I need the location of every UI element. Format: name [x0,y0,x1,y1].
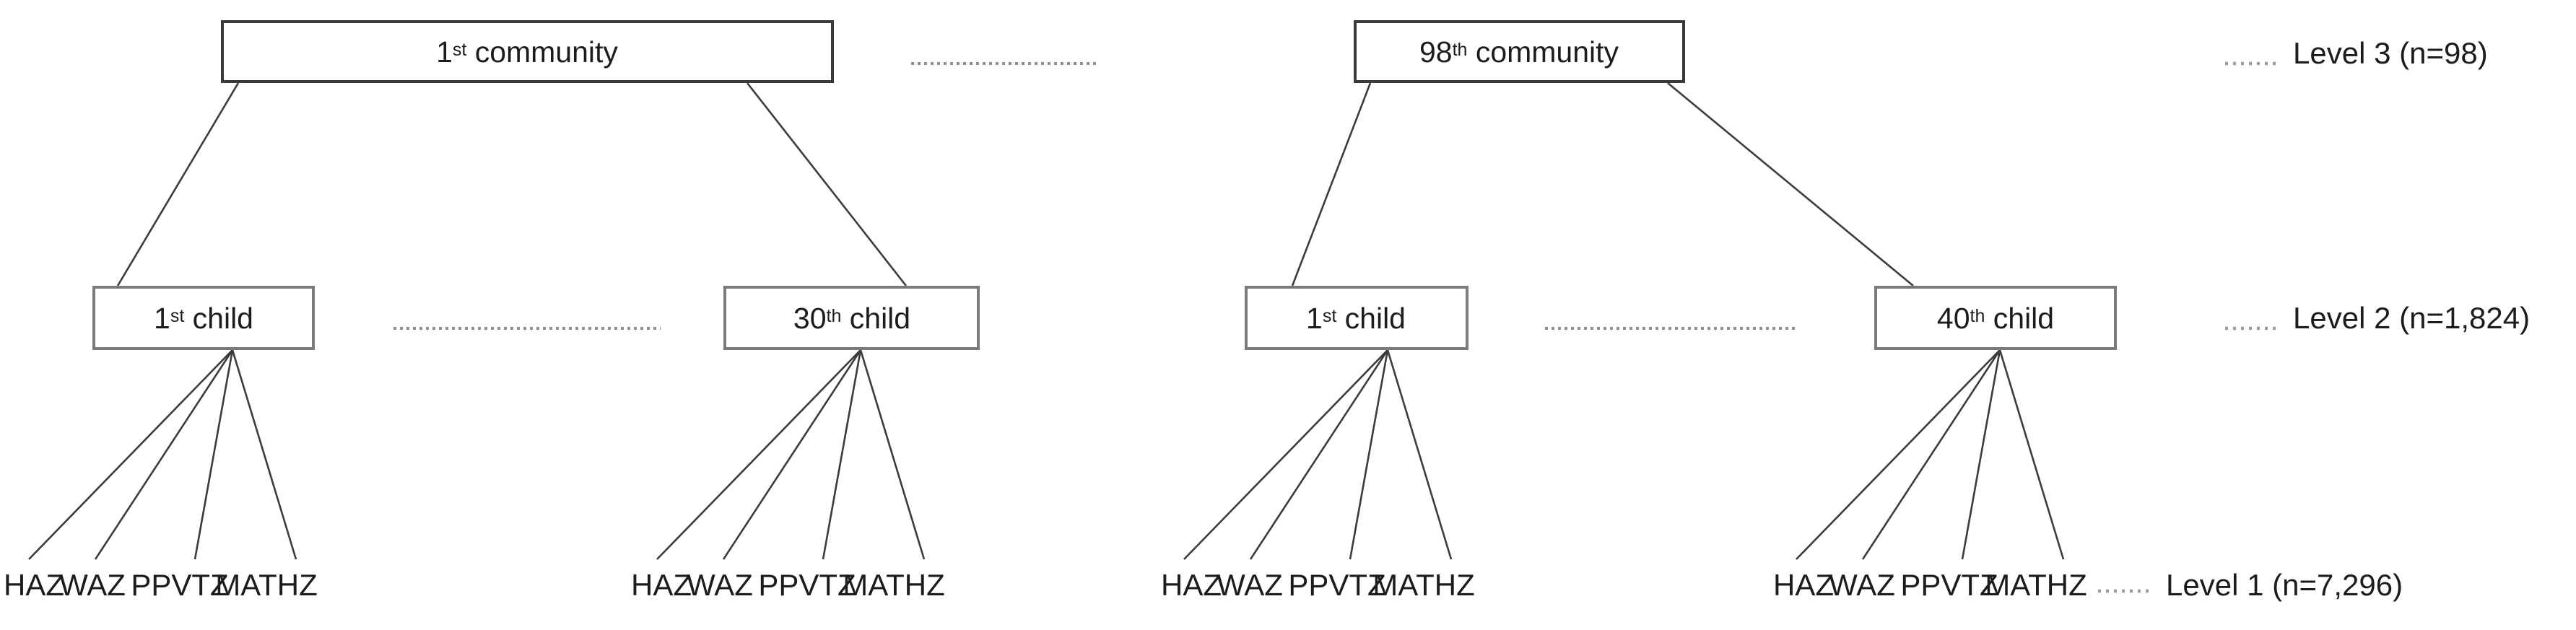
tree-edge [1386,349,1453,560]
leaf-label-mathz: MATHZ [215,568,318,602]
node-entity-word: child [184,302,253,335]
leaf-label-waz: WAZ [1217,568,1283,602]
tree-edge [1961,349,2001,560]
node-ordinal-suffix: th [827,306,842,326]
tree-edge [1667,82,1914,287]
leaf-label-ppvtz: PPVTZ [758,568,856,602]
node-ordinal-number: 30 [793,302,827,335]
node-child-30: 30th child [723,286,980,350]
tree-edge [1861,349,2001,560]
tree-edge [231,349,297,560]
tree-edge [1998,349,2065,560]
node-box [1354,20,1685,83]
tree-edge [1183,349,1388,560]
leaf-label-mathz: MATHZ [1985,568,2087,602]
node-label: 1st child [1306,302,1406,335]
tree-edge [28,349,233,560]
leaf-label-haz: HAZ [631,568,692,602]
node-entity-word: child [1336,302,1406,335]
node-box [723,286,980,350]
level-labels-layer: Level 3 (n=98) Level 2 (n=1,824) Level 1 (… [2098,36,2530,602]
leaf-label-mathz: MATHZ [843,568,945,602]
node-ordinal-number: 1 [154,302,170,335]
level-label-level-2: Level 2 (n=1,824) [2293,301,2530,335]
node-box [221,20,834,83]
tree-edge [822,349,862,560]
tree-edge [116,82,240,286]
node-ordinal-suffix: st [1323,306,1337,326]
tree-edge [746,82,908,286]
node-ordinal-number: 1 [1306,302,1323,335]
leaf-label-mathz: MATHZ [1372,568,1475,602]
tree-edge [1796,349,2001,560]
node-label: 40th child [1937,302,2054,335]
node-box [92,286,315,350]
node-child-1-right: 1st child [1245,286,1468,350]
leaf-label-ppvtz: PPVTZ [1900,568,1998,602]
leaf-label-waz: WAZ [687,568,753,602]
tree-edge [656,349,861,560]
tree-edge [1349,349,1389,560]
node-label: 98th community [1419,35,1619,69]
node-label: 1st community [436,35,618,69]
node-ordinal-suffix: th [1970,306,1985,326]
leaf-label-haz: HAZ [4,568,64,602]
tree-edge [859,349,926,560]
tree-edge [193,349,234,560]
node-entity-word: community [1467,35,1619,69]
node-label: 1st child [154,302,253,335]
node-child-1-left: 1st child [92,286,315,350]
level-label-level-3: Level 3 (n=98) [2293,36,2488,70]
node-ordinal-suffix: st [170,306,185,326]
leaf-label-waz: WAZ [1829,568,1895,602]
tree-edge [1291,82,1372,286]
node-box [1245,286,1468,350]
leaf-label-haz: HAZ [1773,568,1834,602]
dotted-connectors-layer [393,62,1798,330]
node-entity-word: child [841,302,910,335]
level-label-level-1: Level 1 (n=7,296) [2166,568,2403,602]
node-entity-word: community [466,35,618,69]
leaf-label-ppvtz: PPVTZ [1288,568,1385,602]
tree-edge [94,349,234,560]
node-label: 30th child [793,302,910,335]
node-community-1: 1st community [221,20,834,83]
tree-edge [1249,349,1389,560]
node-ordinal-number: 1 [436,35,453,69]
edges-layer [28,82,2065,560]
leaf-label-ppvtz: PPVTZ [131,568,228,602]
node-child-40: 40th child [1874,286,2117,350]
node-box [1874,286,2117,350]
node-ordinal-suffix: th [1453,40,1468,60]
node-ordinal-suffix: st [453,40,467,60]
node-ordinal-number: 98 [1419,35,1453,69]
leaf-label-waz: WAZ [59,568,126,602]
tree-edge [722,349,862,560]
node-ordinal-number: 40 [1937,302,1970,335]
node-entity-word: child [1985,302,2054,335]
leaf-label-haz: HAZ [1161,568,1222,602]
node-community-98: 98th community [1354,20,1685,83]
